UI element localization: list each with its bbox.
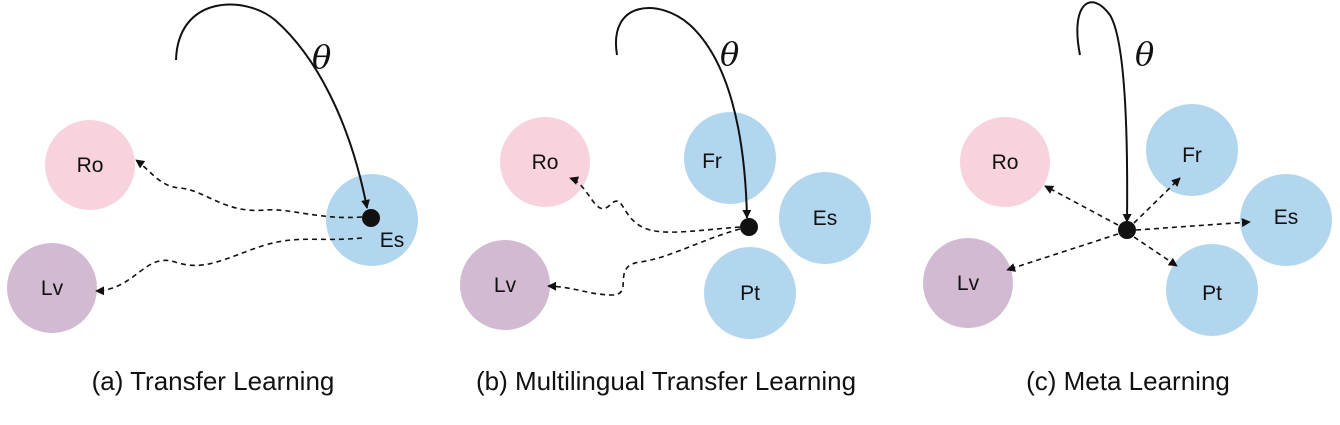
caption: (a) Transfer Learning <box>92 366 335 396</box>
node-ro <box>500 117 590 207</box>
theta-label: θ <box>720 35 739 73</box>
caption: (c) Meta Learning <box>1026 366 1230 396</box>
node-pt-label: Pt <box>740 282 760 305</box>
node-fr <box>684 112 776 204</box>
node-pt-label: Pt <box>1202 282 1222 305</box>
meta-arrow-ro <box>1044 185 1119 226</box>
panel-multilingual-transfer-learning: Ro Lv Fr Es Pt θ (b) Multilingual Transf… <box>460 7 871 396</box>
node-fr <box>1146 104 1238 196</box>
theta-arrow <box>614 7 752 219</box>
node-fr-label: Fr <box>1182 144 1202 167</box>
node-ro-label: Ro <box>532 151 559 174</box>
transfer-path-lv <box>547 228 741 296</box>
theta-arrow <box>175 3 370 209</box>
caption: (b) Multilingual Transfer Learning <box>476 366 856 396</box>
node-ro <box>45 120 135 210</box>
theta-label: θ <box>312 38 331 76</box>
transfer-path-ro <box>135 159 363 219</box>
node-lv <box>7 243 97 333</box>
model-point <box>362 209 380 227</box>
node-lv <box>923 238 1013 328</box>
node-ro-label: Ro <box>992 151 1019 174</box>
meta-arrow-es <box>1135 218 1251 231</box>
meta-arrow-lv <box>1006 233 1119 272</box>
node-pt <box>1166 244 1258 336</box>
node-fr-label: Fr <box>702 150 722 173</box>
theta-arrow <box>1076 1 1132 223</box>
meta-arrow-pt <box>1133 236 1178 267</box>
node-es <box>1240 174 1332 266</box>
transfer-path-lv <box>95 237 363 296</box>
node-ro-label: Ro <box>77 154 104 177</box>
theta-label: θ <box>1135 35 1154 73</box>
node-lv-label: Lv <box>41 277 64 300</box>
node-lv-label: Lv <box>957 272 980 295</box>
node-es-label: Es <box>813 207 838 230</box>
transfer-path-ro <box>569 176 741 233</box>
node-es-label: Es <box>1274 206 1299 229</box>
node-es <box>779 172 871 264</box>
node-lv <box>460 240 550 330</box>
model-point <box>740 218 758 236</box>
panel-transfer-learning: Ro Lv Es θ (a) Transfer Learning <box>7 3 418 396</box>
meta-arrow-fr <box>1133 177 1181 224</box>
node-lv-label: Lv <box>494 274 517 297</box>
node-ro <box>960 117 1050 207</box>
model-point <box>1118 221 1136 239</box>
node-es-label: Es <box>380 229 405 252</box>
node-pt <box>704 247 796 339</box>
panel-meta-learning: Ro Lv Fr Es Pt θ (c) Meta Learning <box>923 1 1332 396</box>
